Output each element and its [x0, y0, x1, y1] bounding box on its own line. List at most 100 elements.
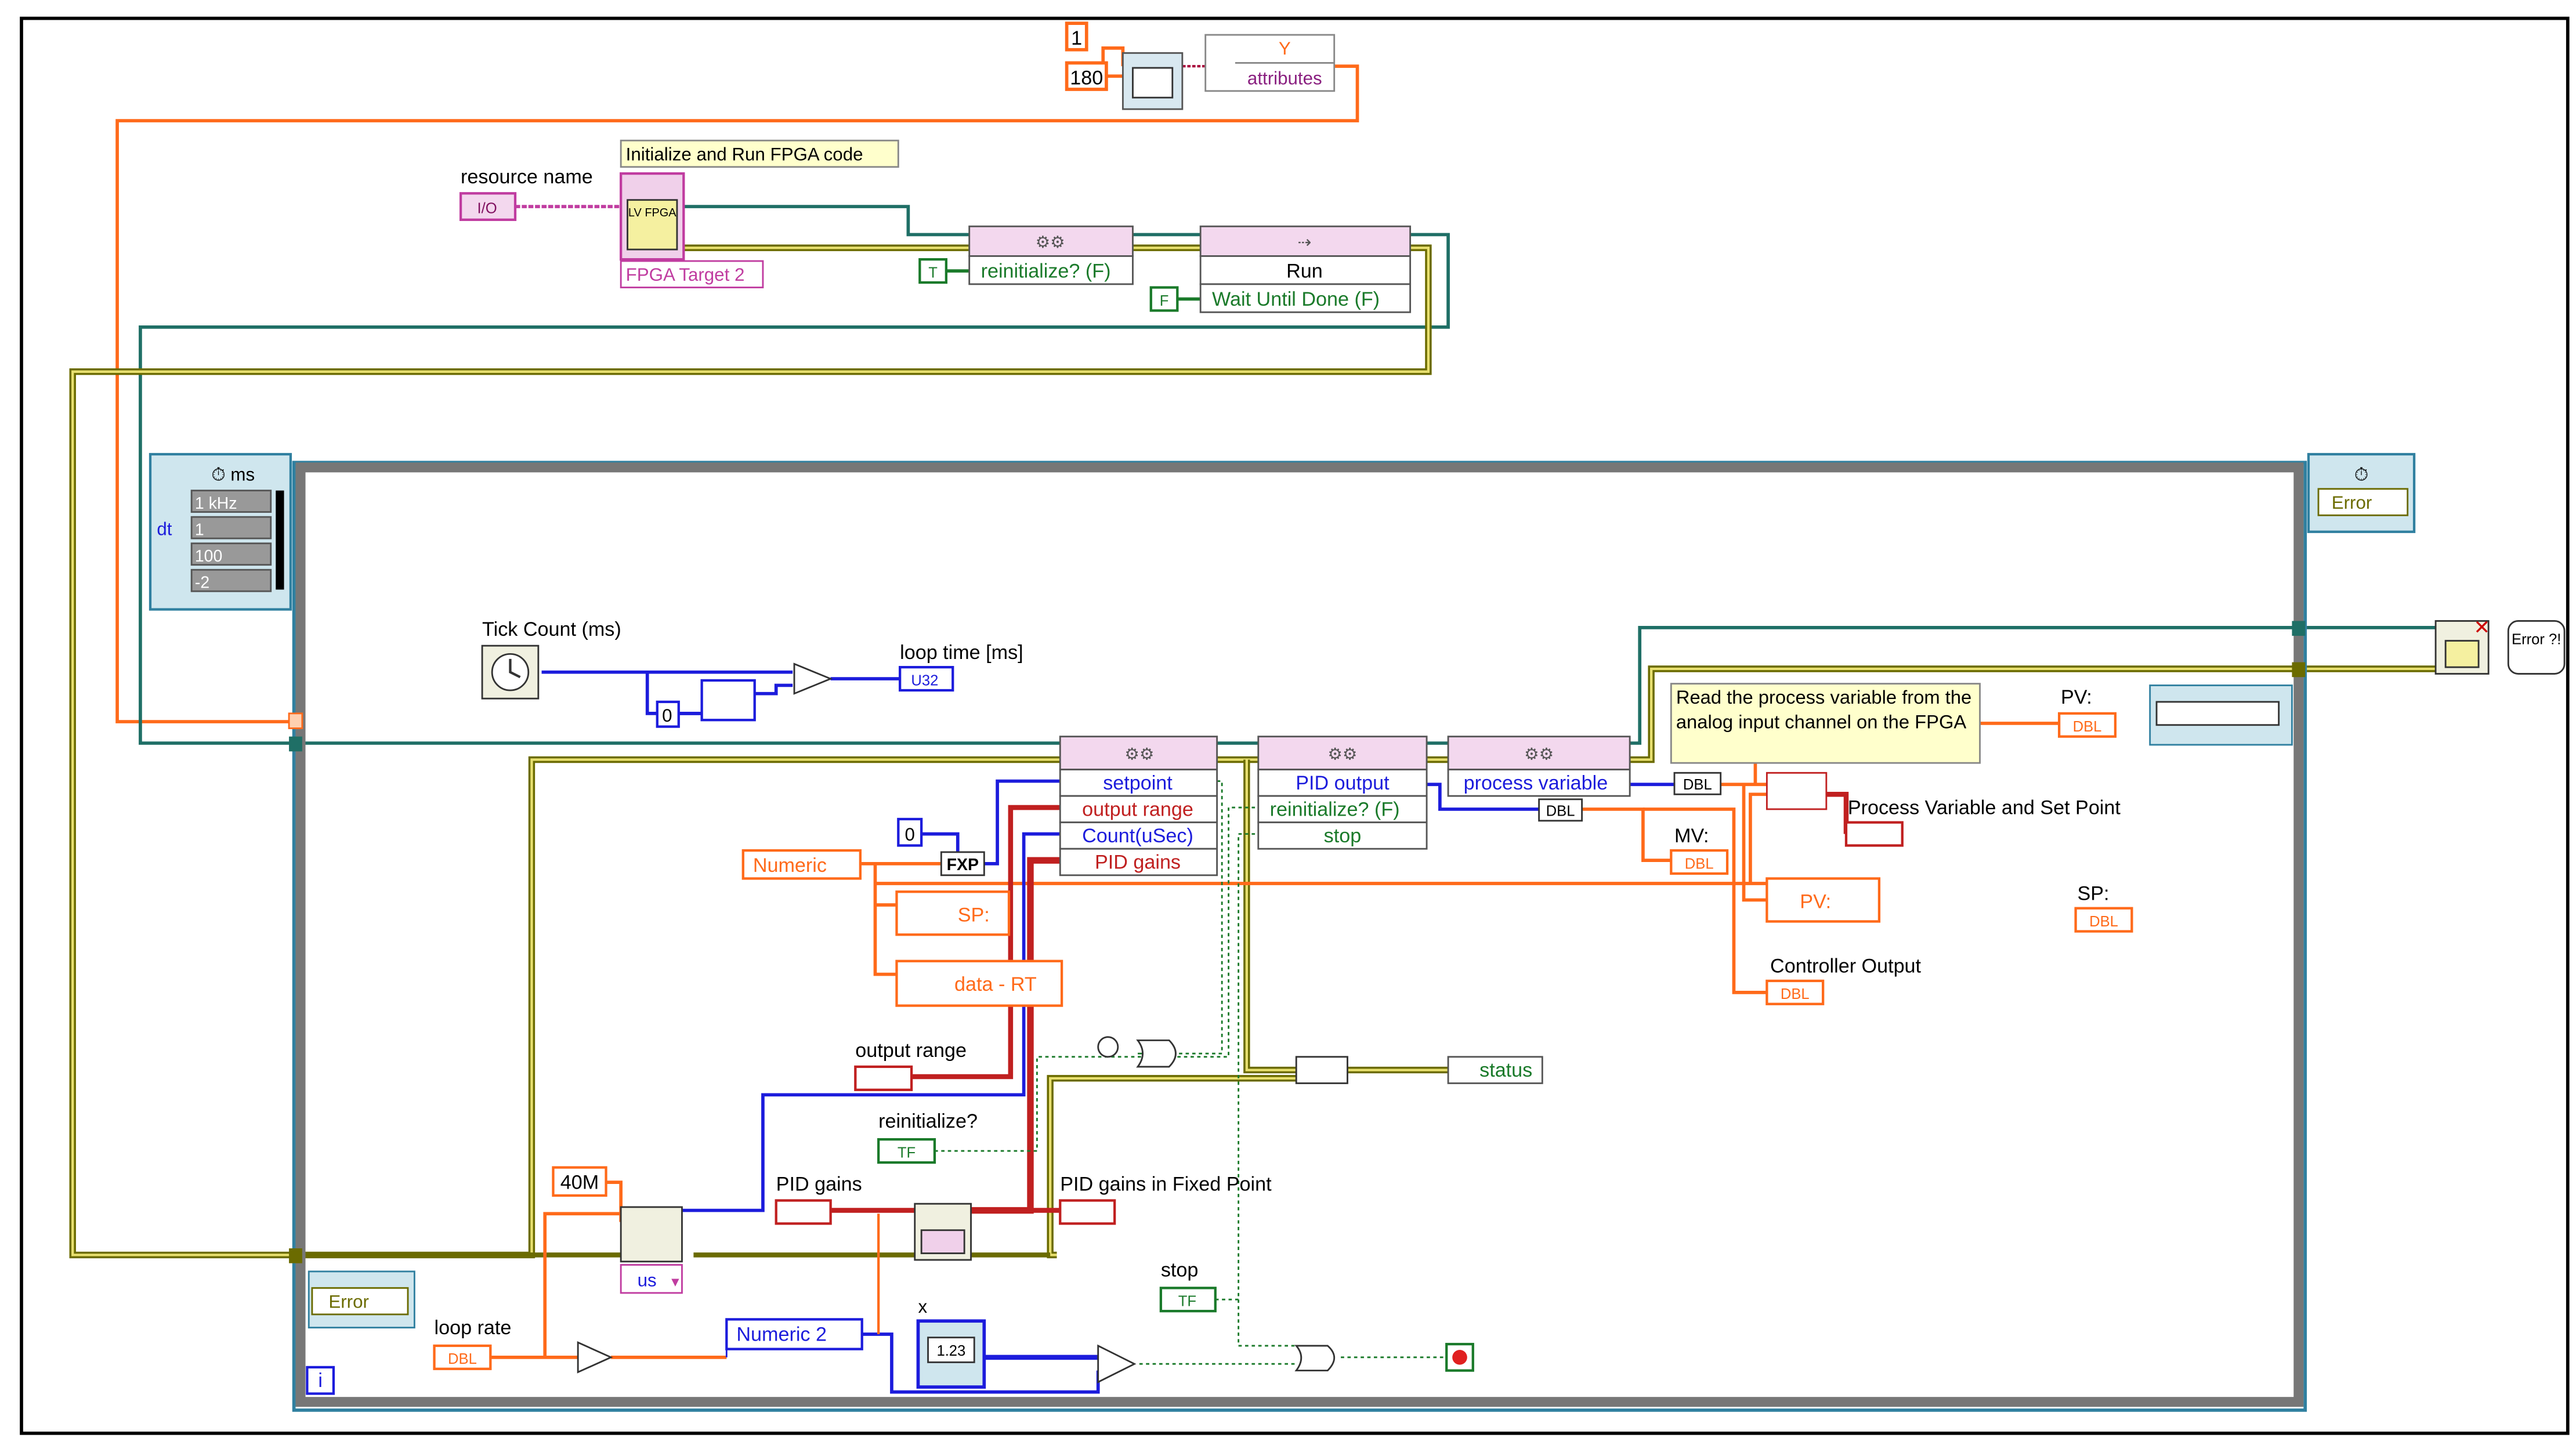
ticks-to-time-node[interactable]: [620, 1206, 683, 1263]
subtract-node[interactable]: [793, 662, 833, 695]
const-zero-b-text: 0: [905, 824, 915, 845]
true-constant-text: T: [928, 265, 938, 281]
x-numeric-field: [927, 1337, 975, 1363]
merge-errors[interactable]: [1295, 1056, 1348, 1084]
loop-inner-frame: [295, 462, 2304, 1407]
to-dbl-pv[interactable]: [1673, 772, 1722, 795]
prop-process-variable[interactable]: [1447, 769, 1631, 797]
wait-until-done-text: Wait Until Done (F): [1212, 288, 1380, 310]
timing-offset[interactable]: [190, 542, 272, 566]
pid-fxp-convert-icon: [920, 1229, 965, 1254]
divide-node[interactable]: [577, 1341, 613, 1374]
stop-item-text: stop: [1324, 825, 1362, 847]
timing-dt[interactable]: [190, 516, 272, 539]
pv-prop-header-icon: ⚙⚙: [1524, 745, 1554, 764]
const-40m[interactable]: [552, 1166, 607, 1197]
loop-rate-control[interactable]: [433, 1344, 492, 1370]
pv-shared-variable[interactable]: [1765, 877, 1881, 923]
output-range-label: output range: [855, 1040, 967, 1062]
fpga-target-text: FPGA Target 2: [626, 265, 745, 285]
pid-output-prop-header-icon: ⚙⚙: [1327, 745, 1357, 764]
status-text: status: [1479, 1059, 1532, 1081]
to-dbl-pv-text: DBL: [1683, 777, 1712, 793]
stop-control[interactable]: [1159, 1287, 1217, 1313]
timing-priority[interactable]: [190, 568, 272, 592]
pv-indicator: [2058, 712, 2117, 738]
timing-dt-label: dt: [157, 519, 172, 539]
sp-shared-variable[interactable]: [895, 890, 1011, 936]
const-zero-a[interactable]: [656, 700, 680, 728]
pv-prop-header[interactable]: [1447, 736, 1631, 771]
data-rt-variable[interactable]: [895, 959, 1063, 1007]
pid-property-node: ⚙⚙ setpoint output range Count(uSec) PID…: [1059, 736, 1631, 877]
tunnel-teal-out: [2292, 621, 2306, 636]
timing-1-text: 1: [195, 520, 204, 539]
pid-prop-header[interactable]: [1059, 736, 1218, 771]
pid-prop-header-icon: ⚙⚙: [1124, 745, 1154, 764]
tick-count-label: Tick Count (ms): [482, 618, 621, 640]
error-out-right[interactable]: [2317, 488, 2409, 516]
loop-stop-terminal[interactable]: [1445, 1342, 1474, 1372]
timing-neg2-text: -2: [195, 574, 209, 592]
false-constant[interactable]: [1149, 286, 1179, 312]
const-1-text: 1: [1071, 27, 1082, 49]
us-selector[interactable]: [620, 1264, 683, 1294]
top-constants: 1 180 Y attributes: [1065, 21, 1336, 110]
resource-io-text: I/O: [477, 200, 497, 216]
to-dbl-mv-text: DBL: [1546, 803, 1575, 819]
to-dbl-mv[interactable]: [1538, 798, 1583, 822]
property-node-top[interactable]: [968, 225, 1134, 257]
const-1[interactable]: [1065, 21, 1088, 52]
fpga-init-section: Initialize and Run FPGA code resource na…: [459, 139, 1412, 313]
comment-read-fo: Read the process variable from the analo…: [1676, 689, 1972, 733]
count-usec-text: Count(uSec): [1082, 825, 1193, 847]
numeric2-control[interactable]: [725, 1318, 863, 1350]
error-handler-node[interactable]: [2507, 620, 2566, 675]
co-dbl-text: DBL: [1781, 986, 1810, 1002]
outputs-section: Read the process variable from the analo…: [1538, 617, 2566, 1005]
right-data-node-field: [2155, 701, 2280, 726]
pid-gains-label: PID gains: [776, 1173, 862, 1195]
timing-ms-text: ⏱ ms: [211, 465, 255, 485]
or-gate-top[interactable]: [1136, 1039, 1177, 1068]
const-180[interactable]: [1065, 61, 1108, 91]
const-zero-b[interactable]: [897, 817, 923, 847]
true-constant[interactable]: [918, 258, 947, 284]
sp-dbl-text: DBL: [2089, 914, 2118, 930]
reinit-item-text: reinitialize? (F): [1270, 798, 1400, 820]
run-text: Run: [1286, 260, 1323, 282]
timed-loop: ⏱ ms 1 kHz dt 1 100 -2 i ⏱ Error Error: [149, 452, 2416, 1412]
numeric-control[interactable]: [741, 849, 862, 880]
property-item-reinit[interactable]: [968, 255, 1134, 285]
prop-pid-gains[interactable]: [1059, 848, 1218, 877]
tunnel-error-out: [2292, 662, 2306, 678]
pid-output-prop-header[interactable]: [1257, 736, 1428, 771]
resource-name-control[interactable]: [459, 192, 517, 221]
prop-stop[interactable]: [1257, 821, 1428, 850]
equal-node[interactable]: [1097, 1344, 1137, 1384]
to-fxp-node[interactable]: [940, 851, 985, 877]
error-out-left[interactable]: [311, 1287, 409, 1316]
loop-output-clock-icon: ⏱: [2354, 465, 2368, 485]
num-123-text: 1.23: [936, 1343, 965, 1359]
prop-setpoint[interactable]: [1059, 769, 1218, 797]
build-array-icon: [1132, 67, 1174, 99]
param-wait-until-done[interactable]: [1199, 283, 1412, 313]
resource-name-label: resource name: [461, 166, 593, 188]
first-call-icon: [1097, 1036, 1119, 1058]
comment-read-text: Read the process variable from the analo…: [1676, 689, 1972, 733]
reinit-control[interactable]: [877, 1138, 936, 1164]
us-text: us: [638, 1270, 657, 1290]
mv-indicator: [1670, 849, 1729, 875]
shift-register[interactable]: [700, 679, 756, 722]
unbundle-status[interactable]: [1447, 1056, 1543, 1084]
timing-source[interactable]: [190, 490, 272, 513]
bundle-pv-sp[interactable]: [1765, 772, 1828, 810]
or-gate-stop[interactable]: [1294, 1345, 1336, 1372]
pid-gains-control[interactable]: [775, 1199, 832, 1225]
pvsp-label: Process Variable and Set Point: [1848, 796, 2121, 819]
output-range-control[interactable]: [854, 1065, 913, 1091]
comment-init: [620, 139, 899, 168]
cluster-y: Y: [1279, 38, 1291, 59]
